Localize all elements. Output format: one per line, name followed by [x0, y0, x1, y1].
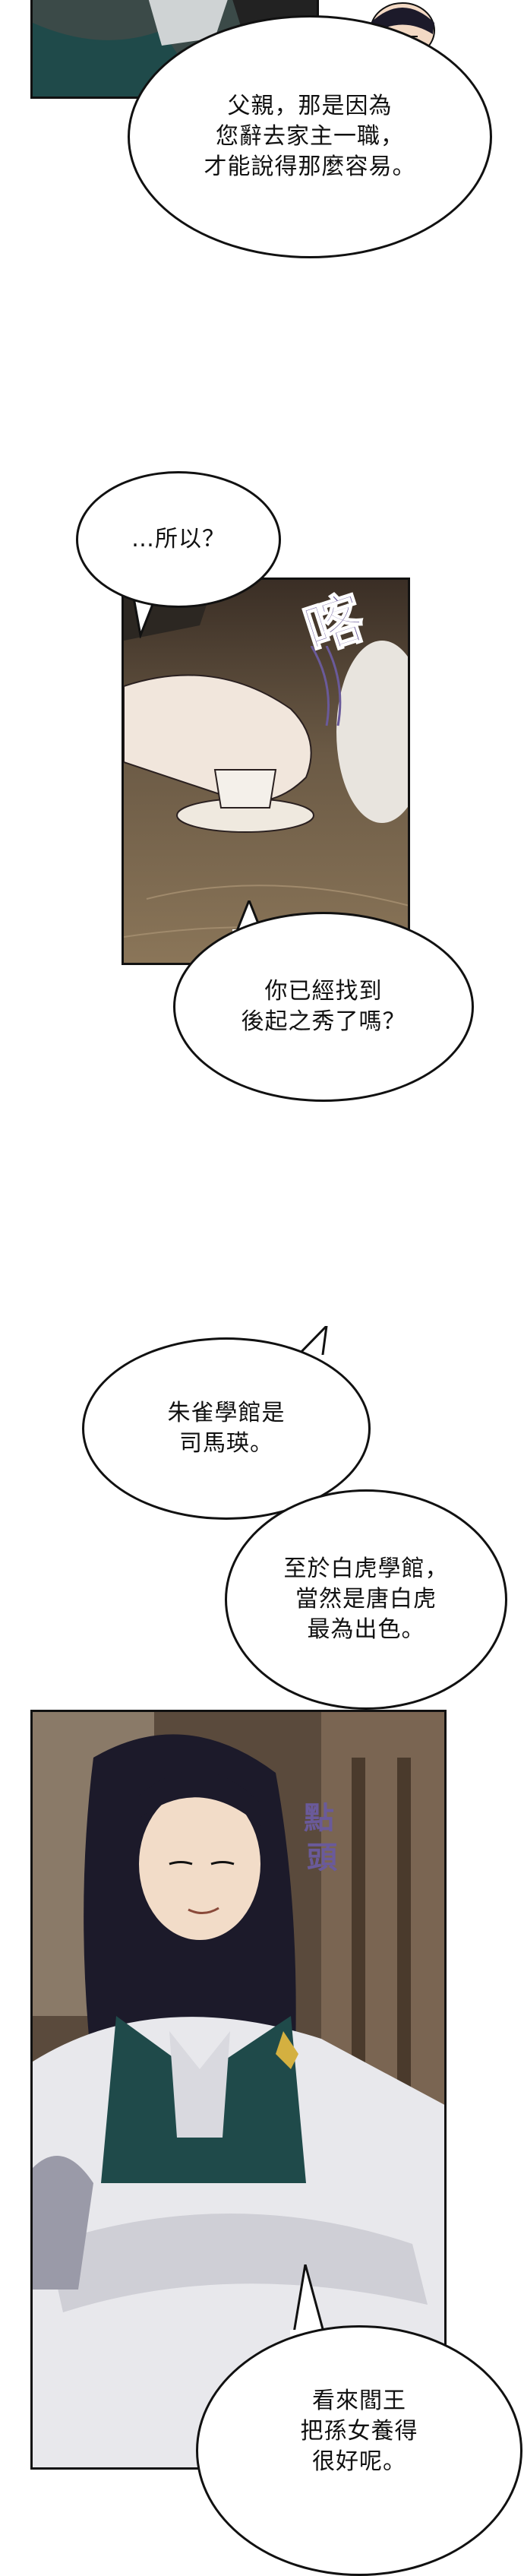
bubble-1-line-1: 父親，那是因為: [227, 93, 393, 119]
speech-bubble-1: 父親，那是因為 您辭去家主一職， 才能說得那麼容易。: [128, 15, 492, 258]
panel-teacup-art: [124, 580, 408, 963]
panel-teacup: [122, 578, 410, 965]
bubble-1-line-3: 才能說得那麼容易。: [204, 153, 416, 180]
bubble-5-line-2: 當然是唐白虎: [295, 1586, 437, 1612]
speech-bubble-5: 至於白虎學館， 當然是唐白虎 最為出色。: [225, 1489, 507, 1710]
bubble-2-line-1: …所以？: [131, 526, 226, 552]
speech-bubble-3: 你已經找到 後起之秀了嗎？: [173, 912, 474, 1102]
bubble-5-line-1: 至於白虎學館，: [283, 1555, 449, 1582]
bubble-6-tail: [290, 2264, 328, 2337]
bubble-4-line-2: 司馬瑛。: [179, 1430, 273, 1457]
sfx-nod-1: 點: [304, 1800, 334, 1836]
bubble-4-line-1: 朱雀學館是: [167, 1400, 286, 1426]
sfx-clink-lines: [310, 646, 342, 726]
bubble-6-line-1: 看來閻王: [312, 2388, 406, 2414]
bubble-1-line-2: 您辭去家主一職，: [216, 123, 404, 150]
sfx-nod-2: 頭: [307, 1840, 337, 1875]
bubble-5-line-3: 最為出色。: [307, 1616, 425, 1643]
speech-bubble-6: 看來閻王 把孫女養得 很好呢。: [196, 2325, 522, 2576]
bubble-6-line-2: 把孫女養得: [300, 2418, 418, 2445]
bubble-3-line-1: 你已經找到: [264, 978, 383, 1005]
speech-bubble-2: …所以？: [76, 471, 281, 608]
bubble-3-line-2: 後起之秀了嗎？: [241, 1008, 406, 1035]
speech-bubble-4: 朱雀學館是 司馬瑛。: [82, 1337, 371, 1520]
bubble-6-line-3: 很好呢。: [312, 2448, 406, 2475]
